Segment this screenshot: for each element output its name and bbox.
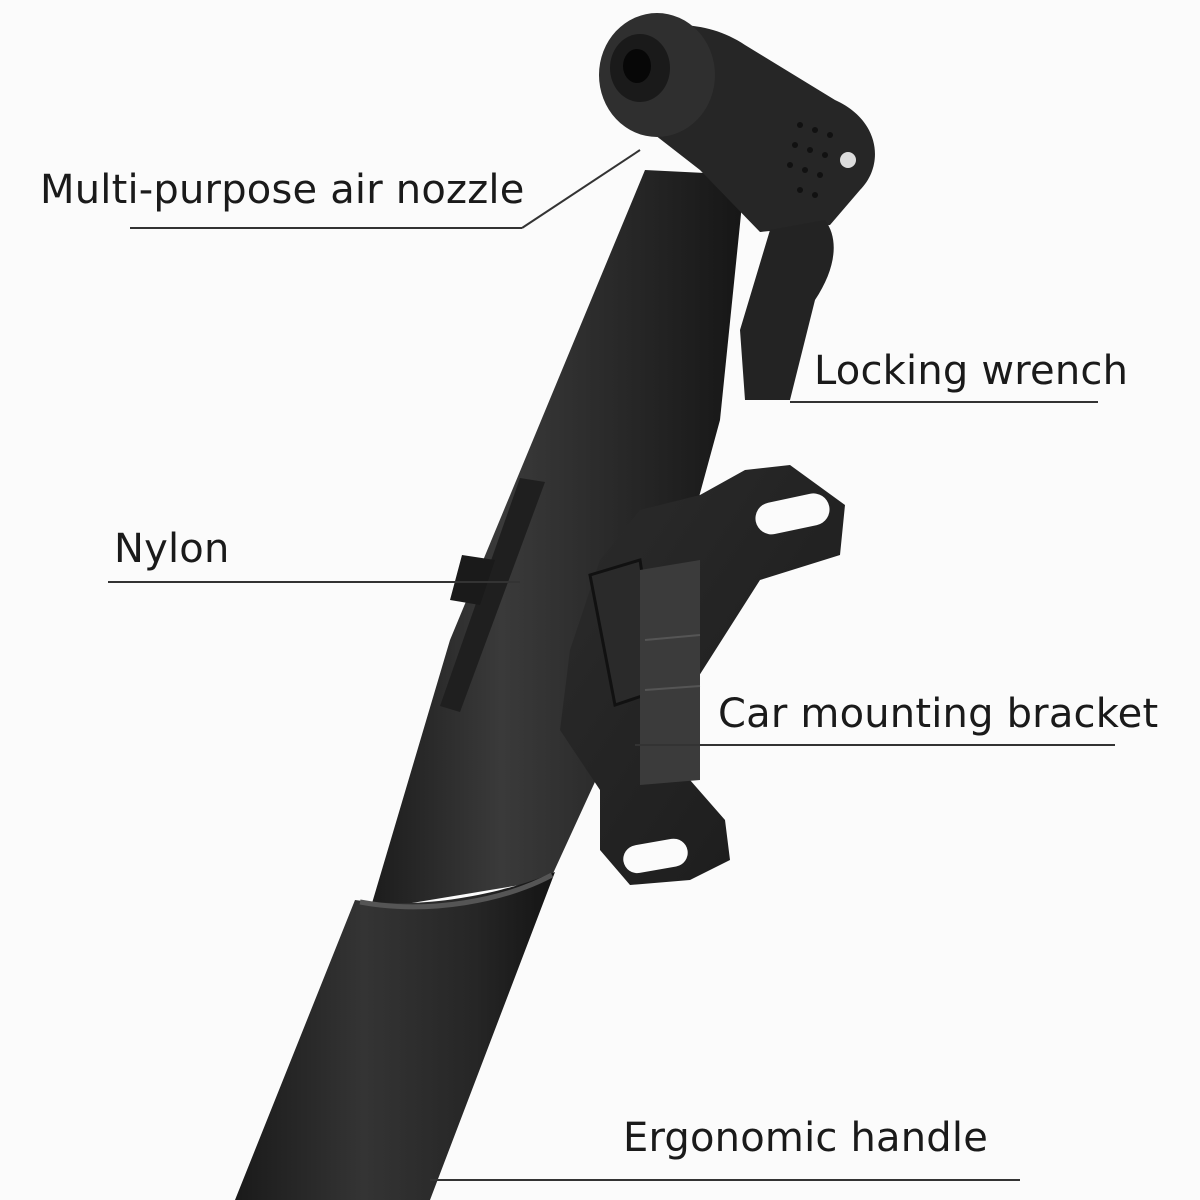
- callout-air-nozzle: Multi-purpose air nozzle: [40, 167, 525, 213]
- callout-ergonomic-handle: Ergonomic handle: [623, 1115, 989, 1161]
- pump-tube: [370, 170, 745, 910]
- callout-mounting-bracket: Car mounting bracket: [718, 691, 1159, 737]
- locking-wrench: [740, 220, 834, 400]
- pump-handle: [235, 872, 555, 1200]
- nylon-strap: [440, 478, 545, 712]
- callout-nylon: Nylon: [114, 526, 230, 572]
- callout-locking-wrench: Locking wrench: [814, 348, 1129, 394]
